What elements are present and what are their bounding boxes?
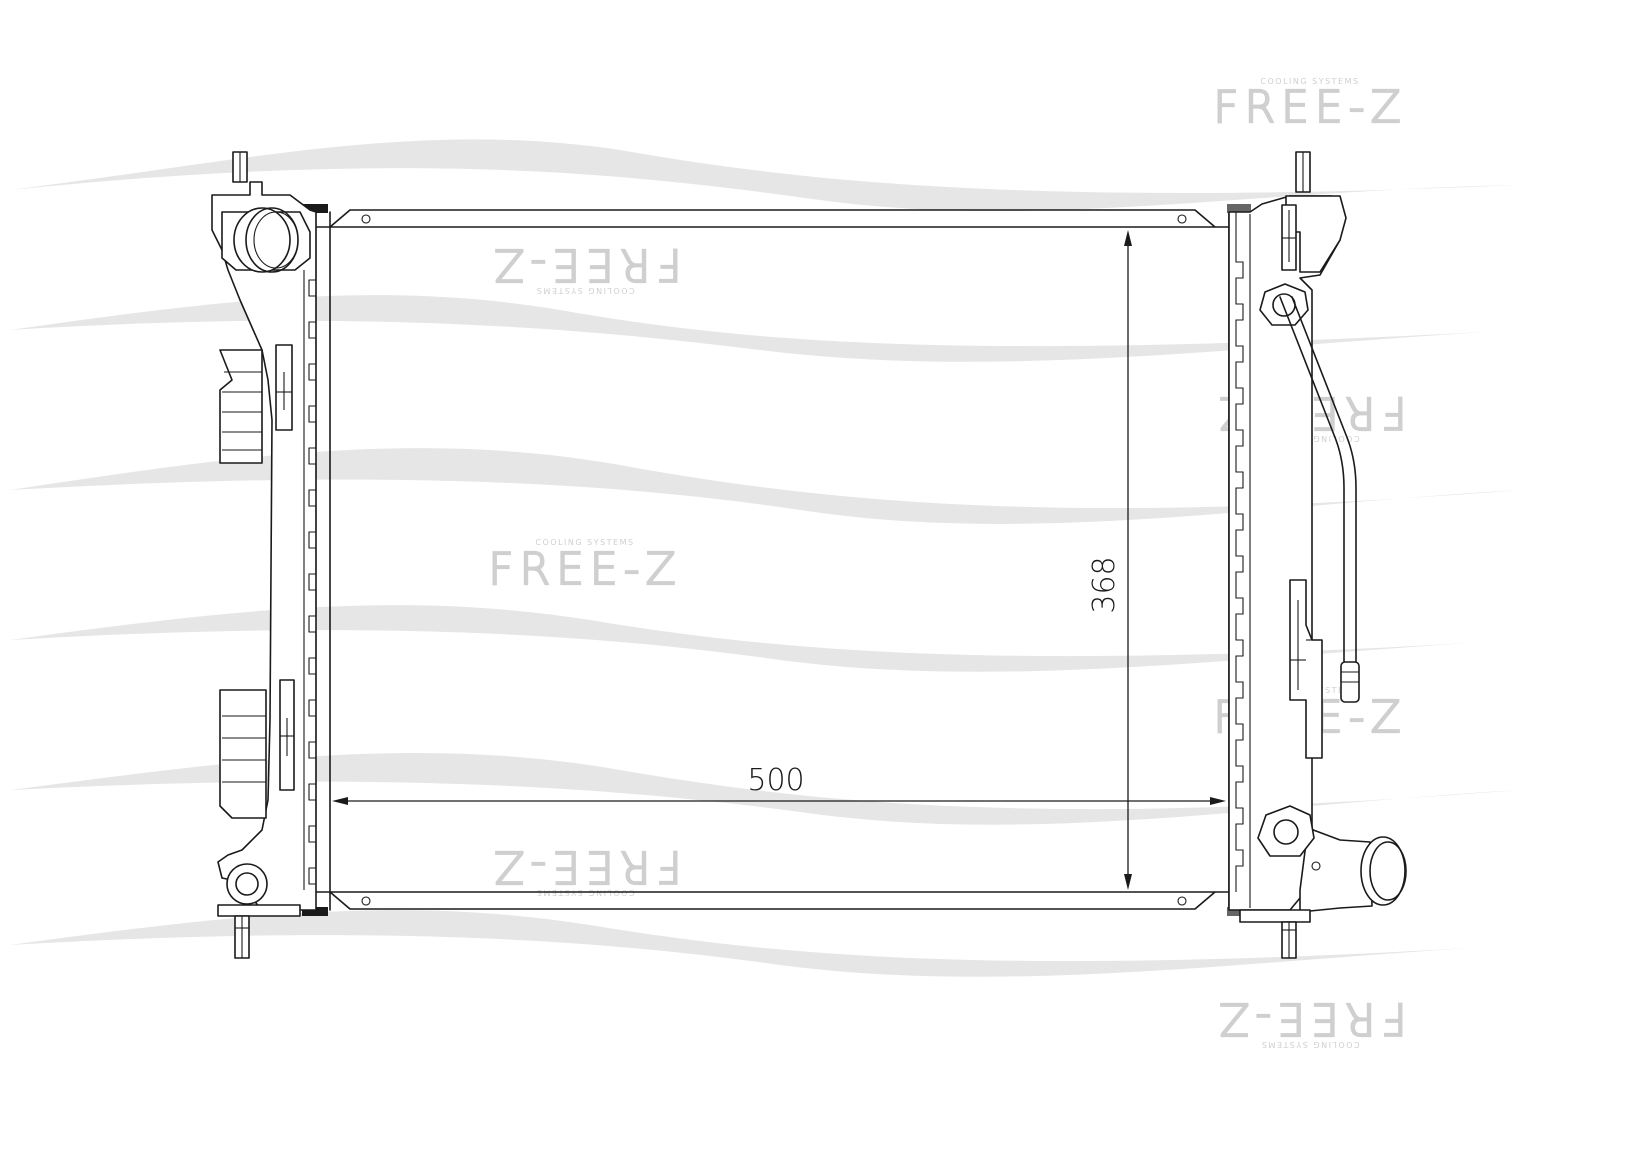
watermark-wave bbox=[10, 448, 1520, 524]
dimension-height: 368 bbox=[1087, 230, 1132, 890]
height-arrow-bottom bbox=[1124, 874, 1132, 890]
left-upper-bracket bbox=[219, 349, 263, 464]
right-bent-tube bbox=[1279, 296, 1357, 671]
watermark-logo: COOLING SYSTEMS FREE-Z bbox=[487, 238, 683, 295]
width-arrow-left bbox=[332, 797, 348, 805]
left-upper-pipe-bore bbox=[253, 211, 299, 269]
left-foot bbox=[217, 904, 301, 917]
watermark-logo: COOLING SYSTEMS FREE-Z bbox=[487, 840, 683, 897]
top-rail-hole-right bbox=[1177, 214, 1187, 224]
watermark-brand: FREE-Z bbox=[1213, 993, 1407, 1044]
right-upper-hex-fitting bbox=[1259, 283, 1309, 326]
watermark-brand: FREE-Z bbox=[488, 841, 682, 892]
watermark-tagline: COOLING SYSTEMS bbox=[535, 538, 634, 547]
corner-pad bbox=[1227, 907, 1251, 916]
height-label: 368 bbox=[1087, 556, 1122, 613]
watermark-wave bbox=[10, 910, 1520, 977]
watermark-logo: COOLING SYSTEMS FREE-Z bbox=[1212, 992, 1408, 1049]
bottom-rail bbox=[314, 891, 1231, 910]
watermark-logo: COOLING SYSTEMS FREE-Z bbox=[1212, 77, 1407, 134]
top-rail-hole-left bbox=[361, 214, 371, 224]
right-tube-end-rings bbox=[1341, 671, 1359, 683]
left-drain-boss bbox=[226, 863, 268, 905]
watermark-wave bbox=[10, 752, 1520, 825]
left-lower-bracket-ribs bbox=[222, 715, 266, 783]
watermark-tagline: COOLING SYSTEMS bbox=[1260, 1040, 1359, 1049]
dimension-width: 500 bbox=[332, 763, 1226, 805]
right-outlet-pipe-inner bbox=[1369, 841, 1407, 901]
top-rail bbox=[314, 209, 1231, 228]
watermark-brand: FREE-Z bbox=[488, 544, 682, 595]
watermark-brand: FREE-Z bbox=[488, 239, 682, 290]
right-tank bbox=[1228, 151, 1407, 959]
bottom-rail-hole-left bbox=[361, 896, 371, 906]
watermark-wave bbox=[10, 295, 1520, 362]
bottom-rail-hole-right bbox=[1177, 896, 1187, 906]
width-label: 500 bbox=[747, 763, 804, 798]
corner-pad bbox=[1227, 204, 1251, 213]
watermark-logo: COOLING SYSTEMS FREE-Z bbox=[487, 538, 682, 596]
corner-pad bbox=[302, 907, 328, 916]
left-upper-pipe-outer bbox=[233, 207, 291, 273]
watermark-waves bbox=[10, 139, 1520, 977]
corner-pad bbox=[302, 204, 328, 213]
right-outlet-neck bbox=[1299, 827, 1373, 913]
height-arrow-top bbox=[1124, 230, 1132, 246]
left-tank-seam bbox=[308, 212, 317, 885]
watermark-tagline: COOLING SYSTEMS bbox=[535, 286, 634, 295]
watermark-brand: FREE-Z bbox=[1213, 82, 1407, 133]
right-lower-fitting-bore bbox=[1273, 819, 1299, 845]
left-tank bbox=[211, 151, 317, 959]
left-lower-bracket bbox=[219, 689, 267, 819]
right-lower-hex-fitting bbox=[1257, 805, 1315, 857]
left-drain-plug bbox=[235, 872, 259, 896]
watermark-wave bbox=[10, 139, 1520, 212]
right-outlet-screw bbox=[1311, 861, 1321, 871]
watermark-wave bbox=[10, 605, 1520, 672]
left-upper-bracket-ribs bbox=[222, 371, 262, 451]
width-arrow-right bbox=[1210, 797, 1226, 805]
right-tank-seam bbox=[1235, 212, 1244, 892]
watermark-tagline: COOLING SYSTEMS bbox=[1260, 77, 1359, 86]
right-foot bbox=[1239, 909, 1311, 923]
right-tank-body bbox=[1228, 195, 1341, 911]
right-outlet-pipe-outer bbox=[1360, 836, 1406, 906]
